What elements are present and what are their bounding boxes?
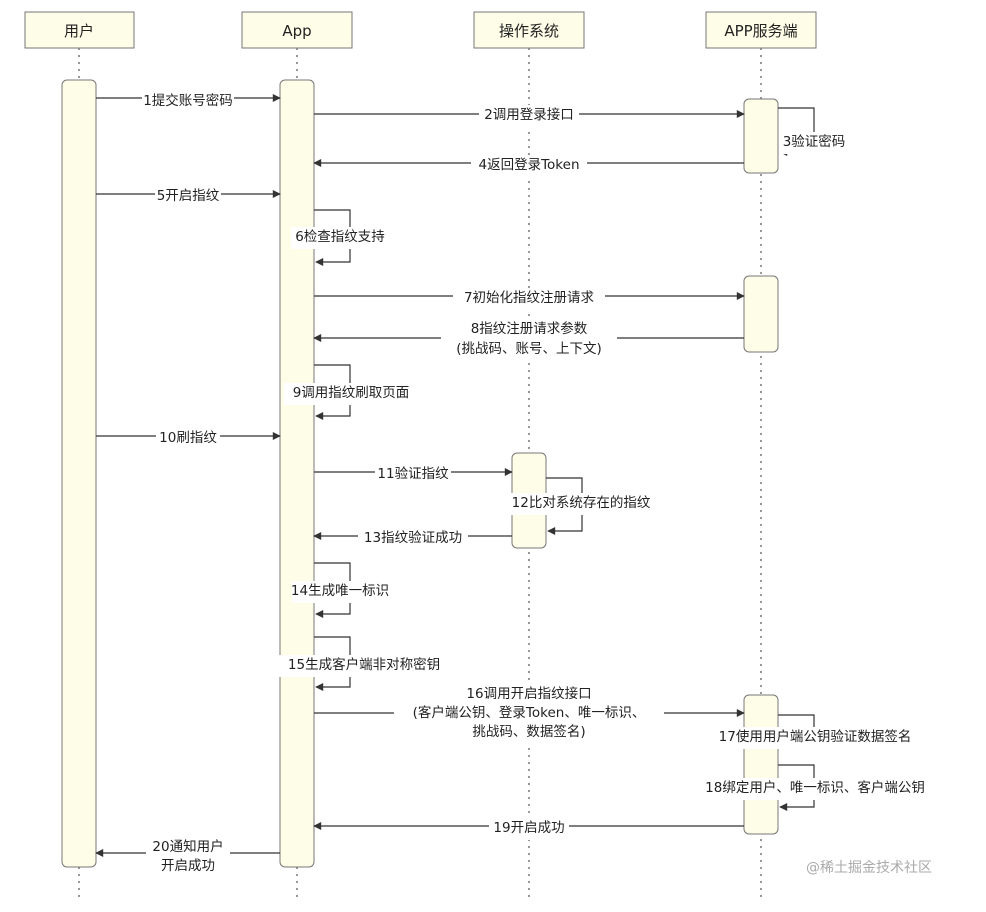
message-6: 6检查指纹支持 [291, 209, 389, 266]
message-label: 19开启成功 [493, 820, 564, 836]
participant-label: 用户 [64, 22, 94, 40]
message-label-bg [503, 493, 659, 515]
message-label: 13指纹验证成功 [364, 530, 462, 546]
message-label-bg [291, 227, 389, 249]
message-14: 14生成唯一标识 [291, 562, 389, 618]
message-label-bg [292, 581, 388, 603]
message-1: 1提交账号密码 [96, 91, 281, 113]
watermark: @稀土掘金技术社区 [806, 860, 932, 876]
message-3: 3验证密码 [778, 107, 849, 156]
message-label: 10刷指纹 [159, 430, 217, 446]
message-label-bg [278, 655, 450, 677]
message-label: (挑战码、账号、上下文) [456, 341, 602, 357]
message-label: 16调用开启指纹接口 [466, 685, 591, 702]
message-label-bg [284, 383, 418, 405]
message-9: 9调用指纹刷取页面 [284, 364, 418, 420]
message-label: 18绑定用户、唯一标识、客户端公钥 [705, 779, 925, 796]
message-label: 2调用登录接口 [484, 106, 574, 123]
message-4: 4返回登录Token [313, 155, 744, 177]
message-label: (客户端公钥、登录Token、唯一标识、 [413, 704, 646, 721]
participant-label: App [282, 22, 311, 40]
message-7: 7初始化指纹注册请求 [314, 288, 745, 310]
message-18: 18绑定用户、唯一标识、客户端公钥 [690, 764, 940, 811]
message-label: 20通知用户 [152, 838, 223, 855]
participant-server: APP服务端 [705, 11, 817, 49]
message-label: 挑战码、数据签名) [472, 723, 585, 740]
message-label: 8指纹注册请求参数 [471, 320, 588, 337]
message-label-bg [479, 105, 579, 127]
participant-label: 操作系统 [499, 22, 559, 40]
message-15: 15生成客户端非对称密钥 [278, 636, 450, 691]
activation-server-login [743, 98, 779, 174]
message-12: 12比对系统存在的指纹 [503, 477, 659, 535]
message-label-bg [146, 837, 230, 879]
activation-app [279, 79, 315, 868]
message-5: 5开启指纹 [96, 186, 281, 208]
message-17: 17使用用户端公钥验证数据签名 [706, 714, 924, 749]
message-label: 4返回登录Token [479, 157, 580, 173]
message-label-bg [155, 186, 221, 208]
message-label: 14生成唯一标识 [291, 583, 389, 599]
participant-app: App [241, 11, 353, 49]
message-11: 11验证指纹 [314, 464, 513, 486]
message-label-bg [156, 428, 220, 450]
message-label: 12比对系统存在的指纹 [512, 495, 651, 511]
message-label-bg [441, 319, 617, 363]
activation-user [61, 79, 97, 868]
message-label: 1提交账号密码 [143, 92, 233, 109]
message-label: 15生成客户端非对称密钥 [288, 656, 440, 673]
message-2: 2调用登录接口 [314, 105, 745, 127]
message-label-bg [142, 91, 234, 113]
message-label-bg [489, 818, 569, 840]
participant-os: 操作系统 [473, 11, 585, 49]
message-label: 6检查指纹支持 [295, 229, 385, 245]
message-label-bg [706, 727, 924, 749]
message-label: 9调用指纹刷取页面 [293, 385, 410, 401]
message-label: 17使用用户端公钥验证数据签名 [719, 728, 912, 745]
message-label: 7初始化指纹注册请求 [464, 289, 595, 306]
activation-server-enable [743, 694, 779, 835]
activation-server-register [743, 275, 779, 353]
message-label-bg [453, 288, 605, 310]
message-label: 5开启指纹 [157, 188, 220, 204]
message-label-bg [358, 528, 468, 550]
message-10: 10刷指纹 [96, 428, 281, 450]
message-label-bg [394, 684, 664, 745]
message-label-bg [375, 464, 451, 486]
message-13: 13指纹验证成功 [313, 528, 512, 550]
message-label-bg [471, 155, 587, 177]
message-8: 8指纹注册请求参数 (挑战码、账号、上下文) [313, 319, 744, 363]
message-label: 11验证指纹 [377, 466, 449, 482]
participant-user: 用户 [24, 11, 135, 49]
message-label-bg [690, 778, 940, 800]
message-label: 开启成功 [161, 858, 215, 874]
message-label-bg [779, 132, 849, 154]
message-16: 16调用开启指纹接口 (客户端公钥、登录Token、唯一标识、挑战码、数据签名) [314, 684, 745, 745]
message-label: 3验证密码 [783, 133, 846, 150]
participant-label: APP服务端 [724, 22, 797, 40]
message-19: 19开启成功 [313, 818, 744, 840]
